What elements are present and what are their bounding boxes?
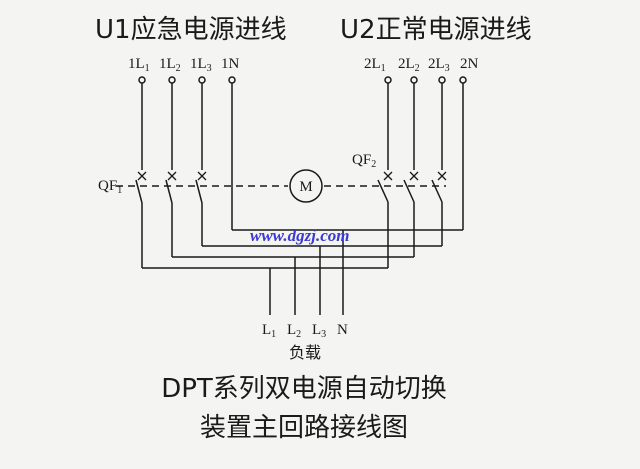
breaker2-label: QF2	[352, 152, 376, 170]
label-2n: 2N	[460, 56, 479, 72]
qf2-blade-3	[431, 179, 443, 203]
caption-line2: 装置主回路接线图	[200, 413, 408, 443]
motor-label: M	[299, 179, 312, 195]
breaker-contacts	[137, 171, 447, 181]
qf1-blade-3	[195, 179, 203, 204]
qf2-blade-1	[377, 179, 389, 203]
qf2-blade-2	[403, 179, 415, 203]
label-load-l3: L3	[312, 322, 326, 340]
label-2l1: 2L1	[364, 56, 386, 74]
label-load-l2: L2	[287, 322, 301, 340]
breaker1-label: QF1	[98, 178, 122, 196]
label-1l1: 1L1	[128, 56, 150, 74]
label-load-l1: L1	[262, 322, 276, 340]
qf1-blade-1	[135, 179, 143, 204]
label-1n: 1N	[221, 56, 240, 72]
terminals	[138, 76, 467, 84]
qf2-contact-2	[409, 171, 419, 181]
wires	[116, 82, 464, 315]
qf2-contact-3	[437, 171, 447, 181]
terminal-1l1	[138, 76, 146, 84]
terminal-2l2	[410, 76, 418, 84]
qf1-blade-2	[165, 179, 173, 204]
qf1-contact-1	[137, 171, 147, 181]
terminal-2l1	[384, 76, 392, 84]
label-2l3: 2L3	[428, 56, 450, 74]
source1-terminal-labels: 1L1 1L2 1L3 1N	[128, 56, 240, 74]
label-1l2: 1L2	[159, 56, 181, 74]
terminal-2l3	[438, 76, 446, 84]
label-load-n: N	[337, 322, 348, 338]
terminal-1l3	[198, 76, 206, 84]
source2-terminal-labels: 2L1 2L2 2L3 2N	[364, 56, 479, 74]
qf1-contact-2	[167, 171, 177, 181]
caption-line1: DPT系列双电源自动切换	[161, 374, 447, 404]
qf1-contact-3	[197, 171, 207, 181]
motor-circle	[289, 169, 323, 203]
source1-title: U1应急电源进线	[95, 15, 287, 45]
label-2l2: 2L2	[398, 56, 420, 74]
source2-title: U2正常电源进线	[340, 15, 532, 45]
load-terminal-labels: L1 L2 L3 N	[262, 322, 348, 340]
terminal-2n	[459, 76, 467, 84]
label-1l3: 1L3	[190, 56, 212, 74]
terminal-1l2	[168, 76, 176, 84]
load-label: 负载	[289, 343, 321, 362]
watermark: www.dgzj.com	[250, 226, 350, 245]
qf2-contact-1	[383, 171, 393, 181]
terminal-1n	[228, 76, 236, 84]
